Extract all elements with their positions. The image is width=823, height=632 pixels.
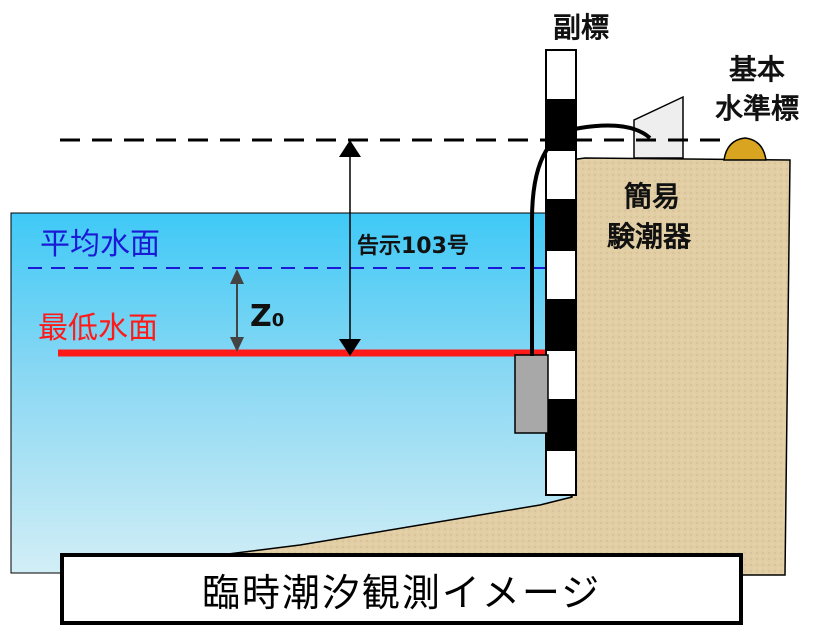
label-mean-sea-level: 平均水面 [40, 227, 160, 262]
label-secondary-staff: 副標 [553, 11, 610, 44]
label-z0: Z0 [250, 302, 284, 332]
label-benchmark-line2: 水準標 [715, 92, 800, 125]
caption-box: 臨時潮汐観測イメージ [60, 553, 743, 625]
label-gauge-line2: 験潮器 [607, 220, 692, 253]
gauge-sensor-box [514, 354, 549, 434]
gauge-cable [530, 123, 652, 356]
label-benchmark-line1: 基本 [729, 53, 786, 86]
z0-arrow-head-bottom [230, 337, 244, 352]
label-z0-sub: 0 [271, 310, 285, 331]
gauge-housing [633, 95, 684, 159]
water-body [10, 212, 572, 574]
caption-text: 臨時潮汐観測イメージ [201, 570, 602, 615]
label-gauge-line1: 簡易 [624, 180, 681, 213]
z0-arrow-head-top [230, 269, 244, 284]
label-lowest-water: 最低水面 [38, 311, 158, 346]
notice-arrow-head-bottom [339, 339, 361, 356]
staff-gauge [545, 49, 577, 496]
notice-arrow-head-top [339, 140, 361, 157]
label-notice-103: 告示103号 [357, 234, 469, 259]
label-z0-main: Z [250, 299, 272, 334]
benchmark-marker [723, 137, 767, 161]
